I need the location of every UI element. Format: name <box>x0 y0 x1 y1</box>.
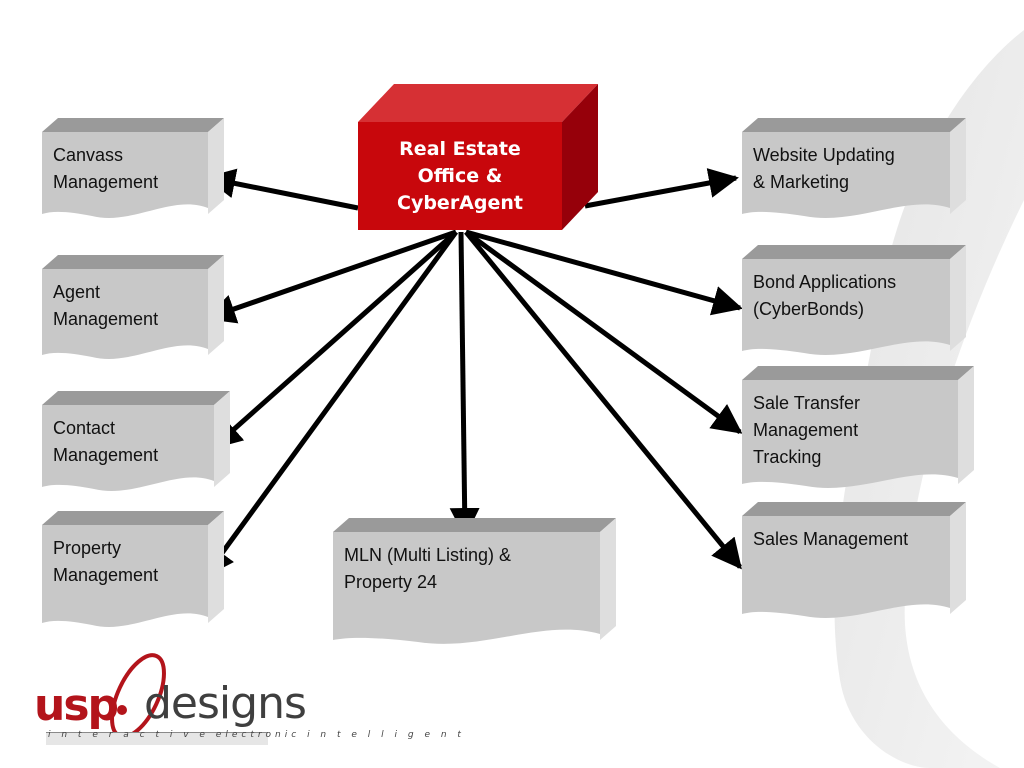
module-label: Sales Management <box>753 529 909 549</box>
module-saletransfer: Sale Transfer Management Tracking <box>742 366 974 490</box>
module-mln: MLN (Multi Listing) & Property 24 <box>333 518 616 646</box>
module-canvass: Canvass Management <box>42 118 224 220</box>
module-website: Website Updating & Marketing <box>742 118 966 220</box>
arrow-to-bond <box>465 229 743 316</box>
arrow-to-sales <box>464 230 742 570</box>
document-shape <box>742 245 966 355</box>
logo-tagline: i n t e r a c t i v e electronic i n t e… <box>48 730 465 740</box>
usp-designs-logo: usp designs i n t e r a c t i v e electr… <box>30 650 461 750</box>
logo-brand-usp: usp <box>34 680 119 731</box>
module-label: Canvass Management <box>53 145 159 192</box>
document-shape <box>742 502 966 618</box>
arrow-to-website <box>584 168 739 209</box>
logo-brand-designs: designs <box>144 678 307 729</box>
central-box: Real Estate Office & CyberAgent <box>358 122 562 230</box>
arrow-to-saletransfer <box>464 229 743 435</box>
document-shape <box>42 255 224 359</box>
module-label: Sale Transfer Management Tracking <box>753 393 861 467</box>
module-label: Property Management <box>53 538 159 585</box>
central-label-line: Real Estate <box>399 137 521 160</box>
arrow-to-agent <box>205 229 457 324</box>
module-bond: Bond Applications (CyberBonds) <box>742 245 966 357</box>
document-shape <box>42 391 230 491</box>
document-shape <box>742 366 974 488</box>
module-agent: Agent Management <box>42 255 224 361</box>
module-contact: Contact Management <box>42 391 230 493</box>
document-shape <box>42 511 224 627</box>
arrow-to-canvass <box>205 168 359 211</box>
module-label: Contact Management <box>53 418 159 465</box>
module-label: MLN (Multi Listing) & Property 24 <box>344 545 512 592</box>
module-sales: Sales Management <box>742 502 966 620</box>
central-label-line: Office & <box>417 164 503 187</box>
central-box-top <box>358 84 598 122</box>
module-label: Bond Applications (CyberBonds) <box>753 272 897 319</box>
central-box-side <box>562 84 598 230</box>
arrow-to-mln <box>449 231 480 538</box>
document-shape <box>42 118 224 218</box>
document-shape <box>333 518 616 644</box>
document-shape <box>742 118 966 218</box>
module-label: Agent Management <box>53 282 159 329</box>
arrow-to-contact <box>211 230 458 449</box>
module-property: Property Management <box>42 511 224 629</box>
central-label-line: CyberAgent <box>397 191 523 214</box>
module-label: Website Updating & Marketing <box>753 145 895 192</box>
logo-tagline-bar <box>46 732 268 745</box>
arrow-to-property <box>203 230 459 578</box>
